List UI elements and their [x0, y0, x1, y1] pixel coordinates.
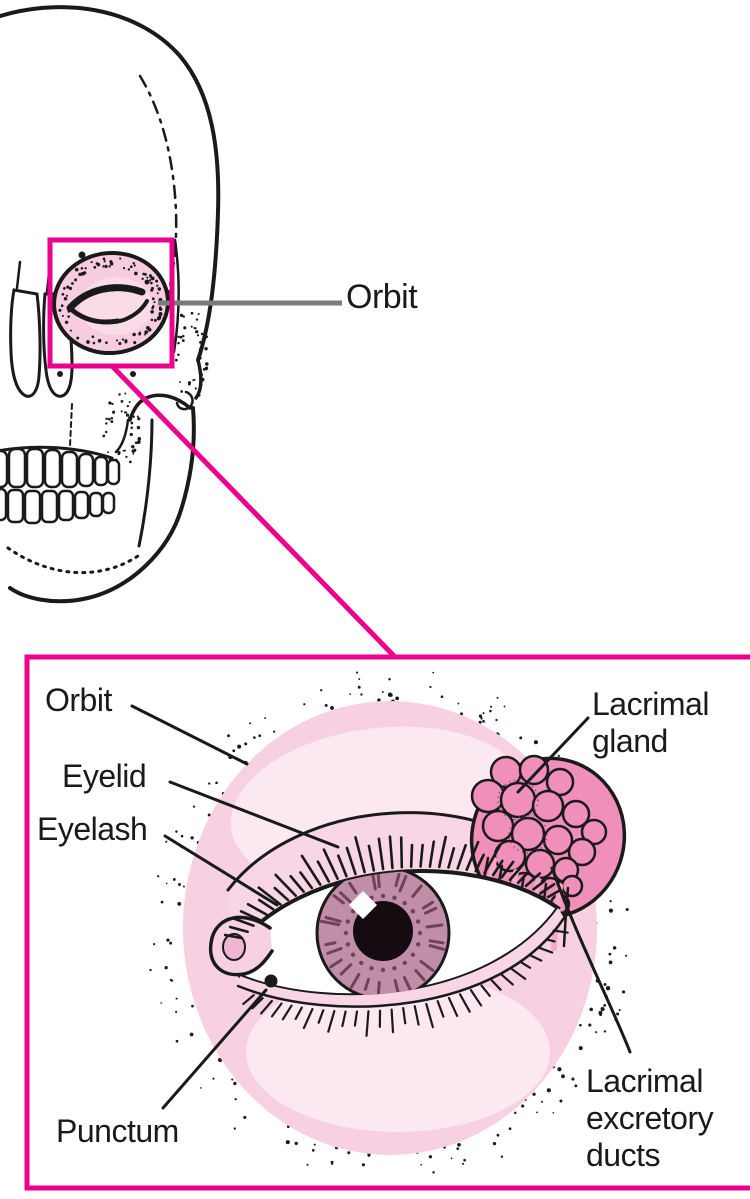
- orbit-highlight-box: [47, 237, 175, 369]
- lower-lid-line: [236, 916, 566, 1008]
- label-lacrimal-excretory-ducts: Lacrimal excretory ducts: [586, 1063, 714, 1174]
- orbit-box-leader: [130, 704, 249, 766]
- pupil: [353, 901, 413, 961]
- temple-stipple-texture: [174, 301, 209, 397]
- eye-illustration: [149, 671, 629, 1174]
- punctum-leader: [161, 988, 268, 1110]
- cheek-stipple-texture: [102, 392, 142, 464]
- punctum-dot: [264, 974, 278, 988]
- label-orbit-skull: Orbit: [346, 278, 418, 316]
- upper-eyelashes: [223, 835, 562, 940]
- medial-canthus: [208, 915, 274, 977]
- light-reflection: [349, 891, 377, 919]
- label-eyelash: Eyelash: [37, 811, 148, 847]
- lacrimal-gland-leader: [516, 716, 590, 794]
- teeth-lower: [0, 487, 116, 525]
- magnifier-connector-line: [110, 364, 397, 659]
- lacrimal-ducts-leader: [550, 866, 632, 1054]
- label-punctum: Punctum: [56, 1113, 179, 1149]
- label-eyelid: Eyelid: [62, 758, 147, 794]
- label-orbit: Orbit: [45, 682, 112, 718]
- label-lacrimal-gland: Lacrimal gland: [592, 686, 709, 760]
- iris: [315, 871, 451, 996]
- teeth-upper: [0, 447, 121, 489]
- iris-texture: [319, 871, 446, 996]
- eyelash-leader: [163, 834, 279, 907]
- eyelid-leader: [168, 780, 340, 849]
- lower-eyelashes: [242, 929, 569, 1037]
- leader-lines: [130, 704, 632, 1110]
